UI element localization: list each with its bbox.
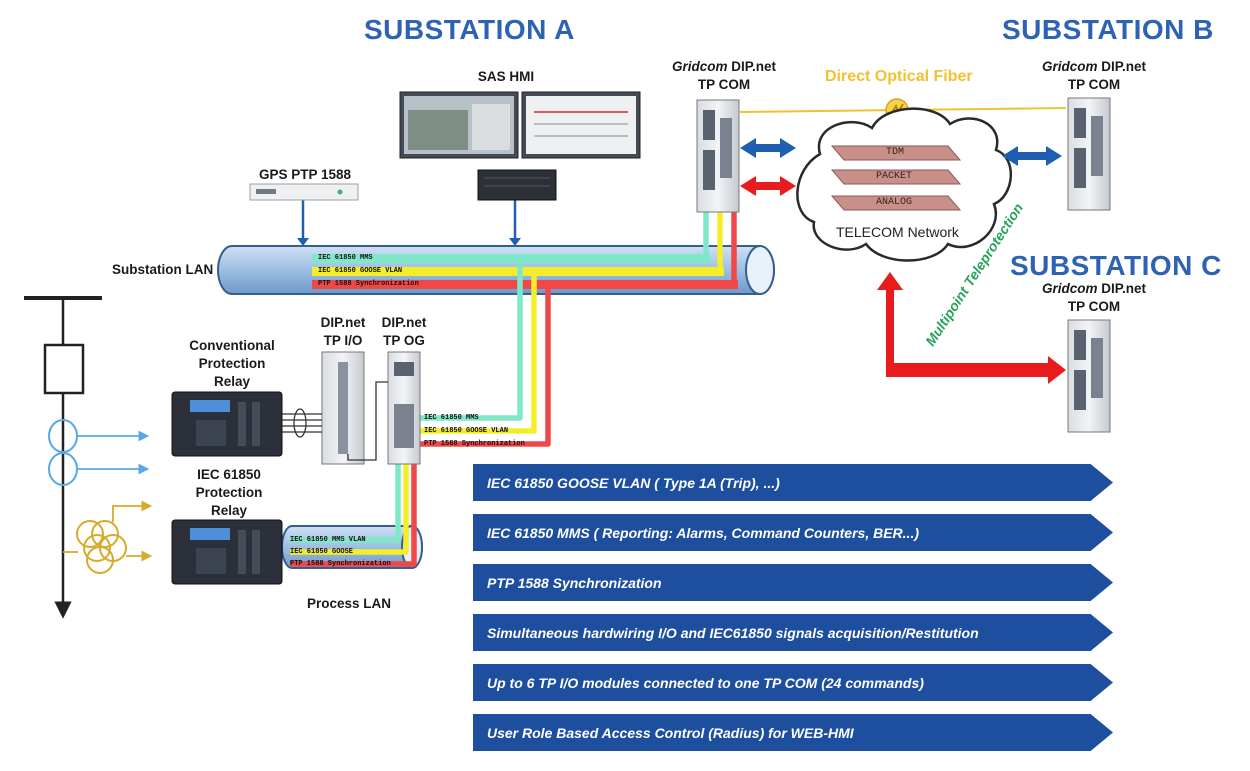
tdm-label: TDM bbox=[886, 147, 905, 158]
gps-device bbox=[249, 183, 359, 201]
tp-og-label-2: TP OG bbox=[383, 333, 425, 348]
process-mms-vlan-text: IEC 61850 MMS VLAN bbox=[290, 536, 366, 544]
hmi-workstation bbox=[399, 91, 641, 201]
tp-io-device bbox=[321, 351, 365, 465]
packet-layer bbox=[830, 169, 962, 185]
feature-banner: Simultaneous hardwiring I/O and IEC61850… bbox=[473, 614, 1113, 651]
substation-b-title: SUBSTATION B bbox=[1002, 14, 1214, 45]
tp-og-label-1: DIP.net bbox=[381, 315, 427, 330]
og-ptp-text: PTP 1588 Synchronization bbox=[424, 440, 525, 448]
feature-banner: IEC 61850 MMS ( Reporting: Alarms, Comma… bbox=[473, 514, 1113, 551]
tp-com-a-brand-label: Gridcom DIP.net bbox=[671, 59, 777, 74]
lan-streams bbox=[290, 212, 738, 567]
feature-banner: User Role Based Access Control (Radius) … bbox=[473, 714, 1113, 751]
substation-lan-label: Substation LAN bbox=[112, 262, 214, 277]
tp-io-label-1: DIP.net bbox=[320, 315, 366, 330]
og-goose-vlan-text: IEC 61850 GOOSE VLAN bbox=[424, 427, 509, 435]
iec-relay-label-1: IEC 61850 bbox=[197, 467, 261, 482]
telecom-cloud bbox=[796, 107, 1012, 262]
link-arrows bbox=[740, 138, 1066, 384]
tp-com-c-brand-label: Gridcom DIP.net bbox=[1041, 281, 1147, 296]
tp-com-b-brand-label: Gridcom DIP.net bbox=[1041, 59, 1147, 74]
lan-mms-text: IEC 61850 MMS bbox=[318, 254, 373, 262]
tdm-layer bbox=[830, 145, 962, 161]
substation-c-title: SUBSTATION C bbox=[1010, 250, 1222, 281]
conventional-relay-label-3: Relay bbox=[213, 374, 251, 389]
optical-fiber-label: Direct Optical Fiber bbox=[825, 68, 973, 85]
feature-banner: PTP 1588 Synchronization bbox=[473, 564, 1113, 601]
gps-label: GPS PTP 1588 bbox=[258, 167, 352, 182]
tp-og-device bbox=[387, 351, 421, 465]
breaker-icon bbox=[43, 343, 85, 395]
single-line-diagram bbox=[24, 296, 153, 619]
substation-a-title: SUBSTATION A bbox=[364, 14, 575, 45]
conventional-relay-label-2: Protection bbox=[198, 356, 266, 371]
analog-layer bbox=[830, 195, 962, 211]
og-mms-text: IEC 61850 MMS bbox=[424, 414, 479, 422]
tp-com-b-device bbox=[1067, 97, 1111, 211]
tp-io-label-2: TP I/O bbox=[323, 333, 363, 348]
telecom-network-label: TELECOM Network bbox=[836, 224, 959, 240]
process-lan-label: Process LAN bbox=[307, 596, 392, 611]
tp-com-a-device bbox=[696, 99, 740, 213]
hardwiring bbox=[282, 381, 388, 461]
process-goose-text: IEC 61850 GOOSE bbox=[290, 548, 354, 556]
tp-com-b-label: TP COM bbox=[1067, 77, 1121, 92]
conventional-relay-label-1: Conventional bbox=[189, 338, 275, 353]
sas-hmi-label: SAS HMI bbox=[477, 69, 535, 84]
feature-banner: Up to 6 TP I/O modules connected to one … bbox=[473, 664, 1113, 701]
lan-ptp-text: PTP 1588 Synchronization bbox=[318, 280, 419, 288]
tp-com-c-device bbox=[1067, 319, 1111, 433]
iec-relay-label-3: Relay bbox=[210, 503, 248, 518]
iec61850-relay bbox=[171, 519, 283, 585]
conventional-relay bbox=[171, 391, 283, 457]
tp-com-c-label: TP COM bbox=[1067, 299, 1121, 314]
packet-label: PACKET bbox=[876, 171, 913, 182]
process-ptp-text: PTP 1588 Synchronization bbox=[290, 560, 391, 568]
tp-com-a-label: TP COM bbox=[697, 77, 751, 92]
lan-goose-vlan-text: IEC 61850 GOOSE VLAN bbox=[318, 267, 403, 275]
analog-label: ANALOG bbox=[876, 197, 913, 208]
iec-relay-label-2: Protection bbox=[195, 485, 263, 500]
feature-banner: IEC 61850 GOOSE VLAN ( Type 1A (Trip), .… bbox=[473, 464, 1113, 501]
voltage-transformer-icon bbox=[76, 520, 127, 574]
